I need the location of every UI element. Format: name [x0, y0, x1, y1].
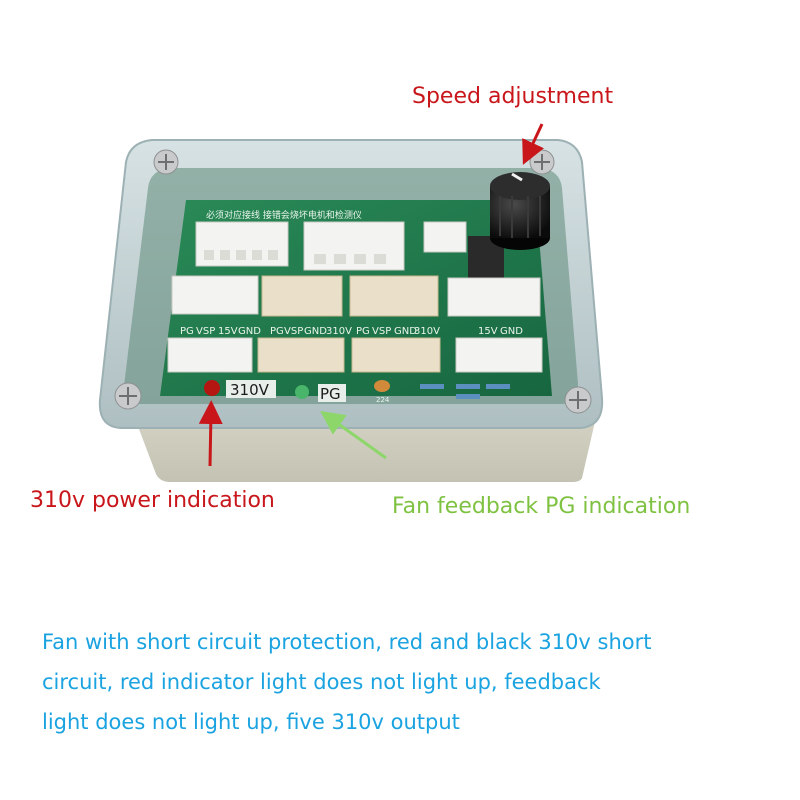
- description-line: circuit, red indicator light does not li…: [42, 670, 601, 694]
- svg-text:VSP: VSP: [284, 326, 303, 337]
- svg-text:15V: 15V: [218, 326, 238, 337]
- svg-text:GND: GND: [304, 326, 327, 337]
- label-310v: 310V: [230, 381, 270, 399]
- screw-icon: [114, 382, 142, 410]
- description-text: Fan with short circuit protection, red a…: [42, 622, 782, 742]
- label-pg: PG: [320, 385, 341, 403]
- power-indication-label: 310v power indication: [30, 488, 275, 513]
- svg-text:GND: GND: [500, 326, 523, 337]
- resistors: [420, 384, 510, 399]
- svg-text:310V: 310V: [326, 326, 352, 337]
- led-green-icon: [295, 385, 309, 399]
- screw-icon: [153, 149, 179, 175]
- screw-icon: [529, 149, 555, 175]
- svg-text:PG: PG: [356, 326, 370, 337]
- svg-text:PG: PG: [270, 326, 284, 337]
- screw-icon: [564, 386, 592, 414]
- description-line: Fan with short circuit protection, red a…: [42, 630, 652, 654]
- svg-text:15V: 15V: [478, 326, 498, 337]
- speed-adjustment-label: Speed adjustment: [412, 84, 614, 109]
- pg-indication-label: Fan feedback PG indication: [392, 494, 691, 519]
- arrow-icon: [198, 400, 223, 467]
- svg-text:GND: GND: [394, 326, 417, 337]
- connector-row-middle: [171, 275, 541, 317]
- chip-label: 224: [376, 396, 390, 404]
- svg-text:GND: GND: [238, 326, 261, 337]
- pin-labels: PG VSP 15V GND PG VSP GND 310V PG VSP GN…: [180, 326, 523, 337]
- svg-text:VSP: VSP: [196, 326, 215, 337]
- connector-row-bottom: [167, 337, 543, 373]
- description-line: light does not light up, five 310v outpu…: [42, 710, 460, 734]
- arrow-icon: [522, 123, 544, 165]
- arrow-icon: [320, 411, 387, 460]
- svg-text:310V: 310V: [414, 326, 440, 337]
- connector-row-top: [195, 221, 467, 271]
- pcb-warning-text: 必须对应接线 接错会烧坏电机和检测仪: [206, 209, 362, 221]
- svg-text:VSP: VSP: [372, 326, 391, 337]
- svg-text:PG: PG: [180, 326, 194, 337]
- led-red-icon: [204, 380, 220, 396]
- knob-icon: [468, 172, 550, 282]
